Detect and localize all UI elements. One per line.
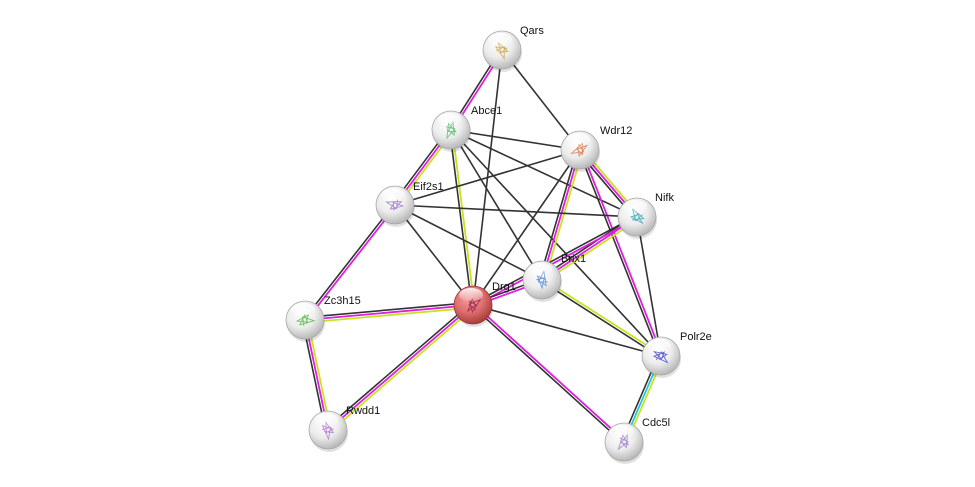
node-abce1[interactable]: Abce1 [431, 105, 502, 152]
edge-line-experiments [541, 149, 581, 281]
node-polr2e[interactable]: Polr2e [641, 331, 712, 378]
protein-structure-icon [629, 207, 645, 225]
edge-qars-wdr12[interactable] [501, 49, 581, 151]
edge-line-coexpression [394, 204, 474, 306]
edge-drg1-polr2e[interactable] [472, 304, 662, 357]
protein-structure-icon [321, 420, 335, 441]
node-highlight [488, 33, 512, 47]
edge-drg1-cdc5l[interactable] [471, 303, 626, 444]
edge-line-coexpression [304, 301, 473, 319]
node-cdc5l[interactable]: Cdc5l [604, 417, 670, 464]
node-layer: QarsAbce1Wdr12Eif2s1NifkBrix1Drg1Zc3h15P… [285, 25, 712, 464]
node-rwdd1[interactable]: Rwdd1 [308, 405, 380, 452]
node-label: Zc3h15 [324, 295, 361, 307]
edge-line-coexpression [471, 305, 624, 444]
protein-structure-icon [494, 41, 509, 61]
edge-line-coexpression [303, 203, 395, 320]
node-highlight [647, 339, 671, 353]
edge-eif2s1-zc3h15[interactable] [303, 203, 397, 322]
edge-line-textmining [542, 278, 663, 356]
edge-wdr12-eif2s1[interactable] [394, 149, 581, 206]
edge-eif2s1-nifk[interactable] [394, 204, 638, 218]
node-drg1[interactable]: Drg1 [453, 281, 516, 327]
edge-eif2s1-brix1[interactable] [394, 204, 543, 281]
node-label: Nifk [655, 192, 674, 204]
edge-nifk-drg1[interactable] [472, 215, 639, 307]
node-brix1[interactable]: Brix1 [522, 253, 586, 302]
edge-line-textmining [543, 150, 584, 281]
node-highlight [566, 133, 590, 147]
edge-drg1-rwdd1[interactable] [325, 302, 476, 433]
node-highlight [528, 263, 552, 277]
edge-line-coexpression [394, 204, 638, 218]
edge-abce1-nifk[interactable] [450, 129, 638, 218]
edge-line-coexpression [578, 150, 661, 357]
edge-line-experiments [304, 304, 474, 321]
edge-line-coexpression [394, 149, 581, 206]
protein-structure-icon [445, 120, 457, 140]
node-highlight [314, 413, 338, 427]
edge-line-experiments [473, 217, 639, 307]
edge-line-coexpression [472, 304, 662, 357]
node-label: Polr2e [680, 331, 712, 343]
edge-wdr12-brix1[interactable] [538, 149, 584, 281]
edge-line-coexpression [472, 215, 637, 305]
edge-wdr12-polr2e[interactable] [578, 149, 664, 357]
edge-brix1-polr2e[interactable] [540, 278, 663, 358]
node-eif2s1[interactable]: Eif2s1 [375, 181, 444, 227]
edge-line-coexpression [394, 204, 543, 281]
node-label: Brix1 [561, 253, 586, 265]
edge-line-coexpression [450, 129, 638, 218]
edge-line-coexpression [450, 129, 543, 281]
node-label: Wdr12 [600, 125, 632, 137]
edge-abce1-brix1[interactable] [450, 129, 543, 281]
edge-drg1-zc3h15[interactable] [304, 301, 474, 324]
edge-line-experiments [305, 205, 397, 322]
node-qars[interactable]: Qars [482, 25, 544, 72]
edge-line-coexpression [450, 129, 581, 151]
protein-structure-icon [617, 433, 630, 451]
edge-line-experiments [473, 303, 626, 442]
node-highlight [291, 303, 315, 317]
edge-line-coexpression [538, 149, 579, 280]
edge-line-textmining [451, 129, 476, 305]
edge-line-coexpression [501, 49, 581, 151]
edge-line-coexpression [472, 149, 581, 306]
node-highlight [610, 425, 634, 439]
protein-structure-icon [385, 199, 405, 212]
edge-line-coexpression [448, 130, 473, 306]
node-label: Rwdd1 [346, 405, 380, 417]
node-label: Cdc5l [642, 417, 670, 429]
edge-eif2s1-drg1[interactable] [394, 204, 474, 306]
edge-abce1-drg1[interactable] [448, 129, 476, 306]
node-highlight [623, 200, 647, 214]
edge-wdr12-drg1[interactable] [472, 149, 581, 306]
edge-line-textmining [329, 306, 476, 433]
node-zc3h15[interactable]: Zc3h15 [285, 295, 361, 342]
node-label: Abce1 [471, 105, 502, 117]
edge-line-coexpression [540, 280, 661, 358]
node-highlight [437, 113, 461, 127]
edge-line-experiments [580, 149, 664, 356]
node-wdr12[interactable]: Wdr12 [560, 125, 632, 172]
protein-structure-icon [570, 142, 588, 158]
edge-abce1-wdr12[interactable] [450, 129, 581, 151]
node-nifk[interactable]: Nifk [617, 192, 674, 239]
node-highlight [381, 188, 405, 202]
node-highlight [459, 288, 483, 302]
node-label: Qars [520, 25, 544, 37]
edge-nifk-polr2e[interactable] [636, 216, 662, 357]
edge-line-coexpression [325, 302, 472, 429]
protein-structure-icon [535, 269, 548, 290]
edge-line-textmining [305, 306, 474, 324]
node-label: Drg1 [492, 281, 516, 293]
edge-line-experiments [327, 304, 474, 431]
node-label: Eif2s1 [413, 181, 444, 193]
edge-line-coexpression [636, 216, 662, 357]
